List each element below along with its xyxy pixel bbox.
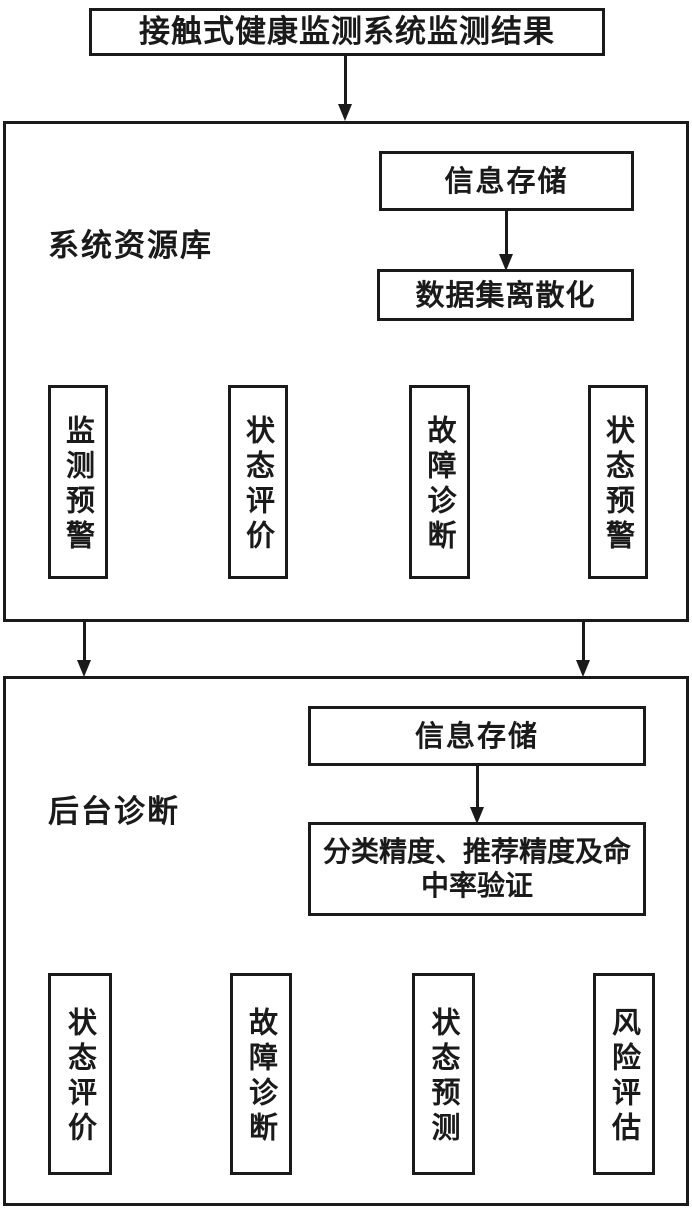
info-storage-box-top: 信息存储 xyxy=(379,151,634,211)
module-box-state-evaluation: 状态评价 xyxy=(228,385,288,579)
arrow-shaft xyxy=(505,210,508,255)
arrow-shaft xyxy=(344,56,347,105)
accuracy-validation-box: 分类精度、推荐精度及命中率验证 xyxy=(308,822,646,916)
arrow-head-icon xyxy=(338,104,352,121)
arrow-head-icon xyxy=(470,807,484,824)
module-box-state-evaluation-backend: 状态评价 xyxy=(48,973,112,1175)
diagram-title-box: 接触式健康监测系统监测结果 xyxy=(89,8,605,56)
module-box-fault-diagnosis: 故障诊断 xyxy=(409,385,470,579)
arrow-head-icon xyxy=(77,660,91,677)
module-box-risk-assessment: 风险评估 xyxy=(593,973,655,1175)
module-box-state-early-warning: 状态预警 xyxy=(588,385,648,579)
arrow-head-icon xyxy=(499,254,513,271)
module-box-monitoring-early-warning: 监测预警 xyxy=(48,385,108,579)
dataset-discretization-box: 数据集离散化 xyxy=(377,269,634,321)
arrow-shaft xyxy=(582,620,585,661)
arrow-head-icon xyxy=(576,660,590,677)
section-label-system-resource-library: 系统资源库 xyxy=(48,228,213,264)
module-box-state-prediction: 状态预测 xyxy=(412,973,475,1175)
section-label-backend-diagnosis: 后台诊断 xyxy=(48,794,180,830)
arrow-shaft xyxy=(83,620,86,661)
arrow-shaft xyxy=(476,765,479,808)
module-box-fault-diagnosis-backend: 故障诊断 xyxy=(230,973,292,1175)
info-storage-box-bottom: 信息存储 xyxy=(308,706,646,766)
